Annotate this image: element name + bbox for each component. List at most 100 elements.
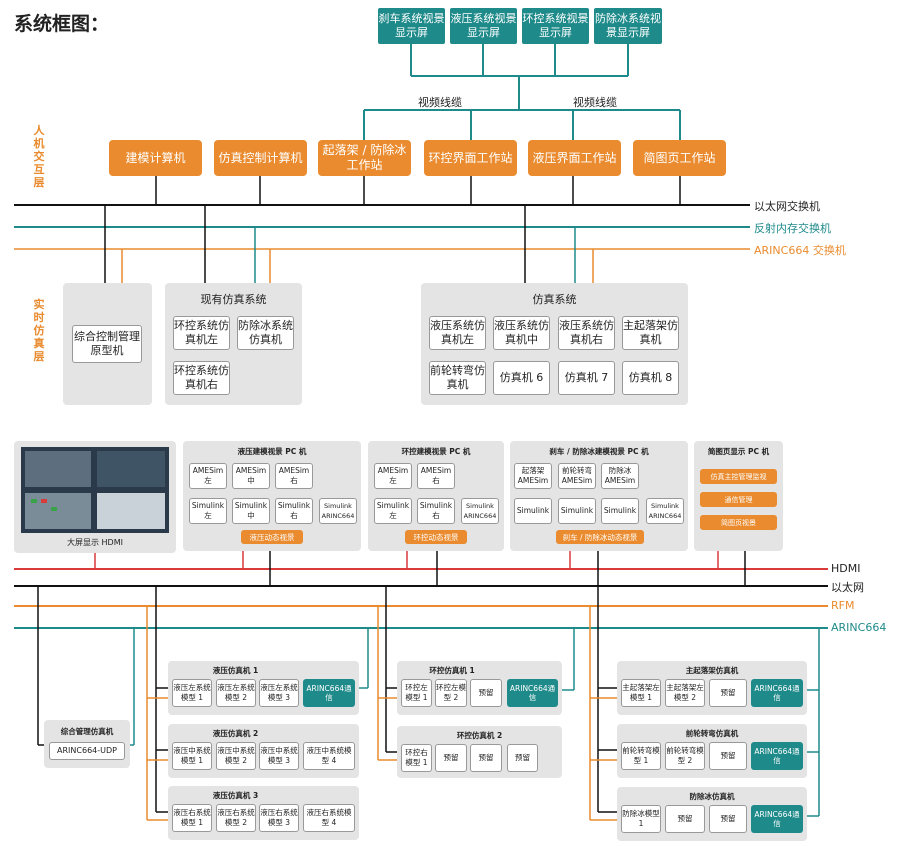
pc-brake-amesim-ice: 防除冰AMESim xyxy=(601,463,639,489)
pc-env-simulink-right: Simulink右 xyxy=(417,498,455,524)
pc-brake-simulink-3: Simulink xyxy=(601,498,639,524)
pc-hyd-amesim-left: AMESim左 xyxy=(189,463,227,489)
pc-page-tag-view: 简图页视景 xyxy=(700,515,777,530)
sim-7: 仿真机 7 xyxy=(558,361,615,395)
env2-reserved-1: 预留 xyxy=(435,744,467,772)
pc-brake-amesim-nose: 前轮转弯AMESim xyxy=(558,463,596,489)
pc-hyd-simulink-mid: Simulink中 xyxy=(232,498,270,524)
pc-hyd-simulink-arinc: Simulink ARINC664 xyxy=(319,498,357,524)
bus-label-ethernet: 以太网 xyxy=(831,581,864,594)
existing-env-right: 环控系统仿真机右 xyxy=(173,361,230,395)
env1-arinc-comm: ARINC664通信 xyxy=(507,679,558,707)
env2-model-1: 环控右模型 1 xyxy=(401,744,432,772)
sim-hyd-left: 液压系统仿真机左 xyxy=(429,316,486,350)
hyd1-title: 液压仿真机 1 xyxy=(212,666,259,675)
panel-pc-synoptic: 简图页显示 PC 机 仿真主控管理监视 通信管理 简图页视景 xyxy=(694,441,783,551)
hyd1-model-1: 液压左系统模型 1 xyxy=(172,679,212,707)
hyd2-model-3: 液压中系统模型 3 xyxy=(259,742,299,770)
display-hydraulic: 液压系统视景显示屏 xyxy=(450,8,517,44)
pc-env-amesim-left: AMESim左 xyxy=(374,463,412,489)
gear-model-2: 主起落架左模型 2 xyxy=(665,679,705,707)
ice-title: 防除冰仿真机 xyxy=(689,792,735,801)
pc-brake-simulink-2: Simulink xyxy=(558,498,596,524)
hyd2-title: 液压仿真机 2 xyxy=(212,729,259,738)
pc-brake-amesim-gear: 起落架AMESim xyxy=(514,463,552,489)
bus-label-arinc664: ARINC664 xyxy=(831,621,887,634)
panel-sim-system: 仿真系统 液压系统仿真机左 液压系统仿真机中 液压系统仿真机右 主起落架仿真机 … xyxy=(421,283,688,405)
sim-8: 仿真机 8 xyxy=(622,361,679,395)
env1-model-2: 环控左模型 2 xyxy=(435,679,467,707)
gear-title: 主起落架仿真机 xyxy=(685,666,739,675)
nose-title: 前轮转弯仿真机 xyxy=(685,729,739,738)
mgmt-sim-title: 综合管理仿真机 xyxy=(60,727,114,736)
env2-reserved-2: 预留 xyxy=(470,744,502,772)
display-brake: 刹车系统视景显示屏 xyxy=(378,8,445,44)
existing-ice: 防除冰系统仿真机 xyxy=(237,316,294,350)
panel-gear-sim: 主起落架仿真机 主起落架左模型 1 主起落架左模型 2 预留 ARINC664通… xyxy=(617,661,807,715)
sim-hyd-right: 液压系统仿真机右 xyxy=(558,316,615,350)
existing-env-left: 环控系统仿真机左 xyxy=(173,316,230,350)
layer-label-hmi: 人机交互层 xyxy=(33,124,45,189)
env2-reserved-3: 预留 xyxy=(507,744,538,772)
pc-page-tag-comm: 通信管理 xyxy=(700,492,777,507)
pc-env-title: 环控建模视景 PC 机 xyxy=(401,447,471,456)
panel-hyd-sim-2: 液压仿真机 2 液压中系统模型 1 液压中系统模型 2 液压中系统模型 3 液压… xyxy=(168,724,359,778)
hyd2-model-1: 液压中系统模型 1 xyxy=(172,742,212,770)
panel-ice-sim: 防除冰仿真机 防除冰模型 1 预留 预留 ARINC664通信 xyxy=(617,787,807,841)
sim-nose-steer: 前轮转弯仿真机 xyxy=(429,361,486,395)
env2-title: 环控仿真机 2 xyxy=(456,731,503,740)
panel-env-sim-2: 环控仿真机 2 环控右模型 1 预留 预留 预留 xyxy=(397,726,562,778)
bus-label-arinc-switch: ARINC664 交换机 xyxy=(754,244,846,257)
pc-page-title: 简图页显示 PC 机 xyxy=(707,447,770,456)
pc-brake-simulink-arinc: Simulink ARINC664 xyxy=(646,498,684,524)
mgmt-proto-box: 综合控制管理原型机 xyxy=(72,325,142,363)
pc-env-tag: 环控动态视景 xyxy=(405,530,467,544)
env1-title: 环控仿真机 1 xyxy=(429,666,475,675)
bus-label-rfm-switch: 反射内存交换机 xyxy=(754,222,831,235)
pc-env-simulink-left: Simulink左 xyxy=(374,498,412,524)
workstation-synoptic: 简图页工作站 xyxy=(633,140,726,176)
hyd3-model-4: 液压右系统模型 4 xyxy=(303,804,355,832)
panel-pc-env: 环控建模视景 PC 机 AMESim左 AMESim右 Simulink左 Si… xyxy=(368,441,504,551)
ice-reserved-2: 预留 xyxy=(709,805,747,833)
panel-pc-brake: 刹车 / 防除冰建模视景 PC 机 起落架AMESim 前轮转弯AMESim 防… xyxy=(510,441,688,551)
hyd3-title: 液压仿真机 3 xyxy=(212,791,259,800)
pc-env-amesim-right: AMESim右 xyxy=(417,463,455,489)
hyd1-arinc-comm: ARINC664通信 xyxy=(303,679,355,707)
layer-label-realtime: 实时仿真层 xyxy=(33,298,45,363)
ice-reserved-1: 预留 xyxy=(665,805,705,833)
sim-main-gear: 主起落架仿真机 xyxy=(622,316,679,350)
pc-brake-simulink-1: Simulink xyxy=(514,498,552,524)
pc-hyd-amesim-mid: AMESim中 xyxy=(232,463,270,489)
bigscreen-image xyxy=(21,447,169,533)
existing-sim-title: 现有仿真系统 xyxy=(200,293,267,306)
nose-arinc-comm: ARINC664通信 xyxy=(751,742,803,770)
panel-mgmt-proto: 综合控制管理原型机 xyxy=(63,283,152,405)
workstation-hyd-ui: 液压界面工作站 xyxy=(528,140,621,176)
hyd3-model-2: 液压右系统模型 2 xyxy=(216,804,256,832)
hyd1-model-2: 液压左系统模型 2 xyxy=(216,679,256,707)
gear-reserved: 预留 xyxy=(709,679,747,707)
nose-model-2: 前轮转弯模型 2 xyxy=(665,742,705,770)
pc-hyd-simulink-right: Simulink右 xyxy=(275,498,313,524)
sim-system-title: 仿真系统 xyxy=(532,293,577,306)
mgmt-sim-udp: ARINC664-UDP xyxy=(49,742,125,760)
panel-pc-hydraulic: 液压建模视景 PC 机 AMESim左 AMESim中 AMESim右 Simu… xyxy=(183,441,361,551)
workstation-gear-ice: 起落架 / 防除冰工作站 xyxy=(318,140,411,176)
hyd1-model-3: 液压左系统模型 3 xyxy=(259,679,299,707)
env1-reserved: 预留 xyxy=(470,679,502,707)
panel-nose-sim: 前轮转弯仿真机 前轮转弯模型 1 前轮转弯模型 2 预留 ARINC664通信 xyxy=(617,724,807,778)
ice-arinc-comm: ARINC664通信 xyxy=(751,805,803,833)
nose-model-1: 前轮转弯模型 1 xyxy=(621,742,661,770)
display-env: 环控系统视景显示屏 xyxy=(522,8,589,44)
gear-model-1: 主起落架左模型 1 xyxy=(621,679,661,707)
hyd2-model-4: 液压中系统模型 4 xyxy=(303,742,355,770)
hyd3-model-3: 液压右系统模型 3 xyxy=(259,804,299,832)
env1-model-1: 环控左模型 1 xyxy=(401,679,432,707)
bus-label-ethernet-switch: 以太网交换机 xyxy=(754,200,820,213)
bus-label-rfm: RFM xyxy=(831,599,855,612)
panel-hyd-sim-1: 液压仿真机 1 液压左系统模型 1 液压左系统模型 2 液压左系统模型 3 AR… xyxy=(168,661,359,715)
sim-hyd-mid: 液压系统仿真机中 xyxy=(493,316,550,350)
